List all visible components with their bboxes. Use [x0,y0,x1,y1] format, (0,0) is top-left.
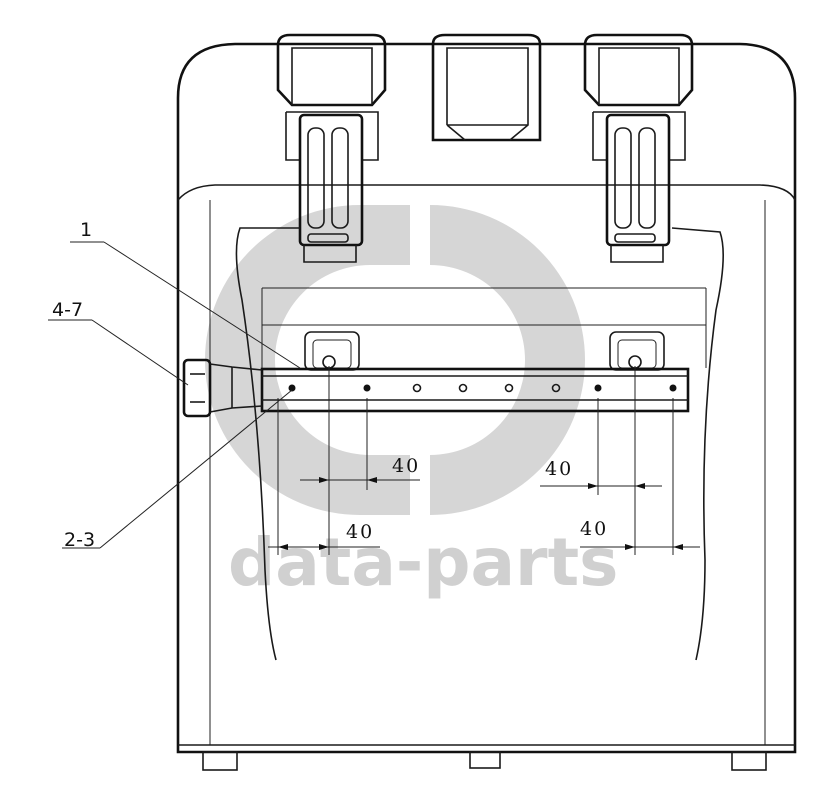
dimension-left-lower: 40 [346,521,374,543]
dimension-lines [268,366,700,555]
left-latch [276,33,387,263]
callout-4-7: 4-7 [52,299,83,321]
dimension-left-upper: 40 [392,455,420,477]
callout-2-3: 2-3 [64,529,95,551]
leader-lines [48,241,301,549]
top-center-cap [431,33,542,142]
right-latch [583,33,694,263]
dimension-right-lower: 40 [580,518,608,540]
watermark-text: data-parts [228,524,618,601]
watermark-logo [205,205,585,515]
dimension-right-upper: 40 [545,458,573,480]
front-recess [235,227,724,661]
mounting-bracket-right [609,331,665,371]
callout-1: 1 [80,219,92,241]
mounting-rail [260,367,690,413]
mounting-bracket-left [304,331,360,371]
device-body [176,42,797,771]
side-connector [182,358,263,418]
